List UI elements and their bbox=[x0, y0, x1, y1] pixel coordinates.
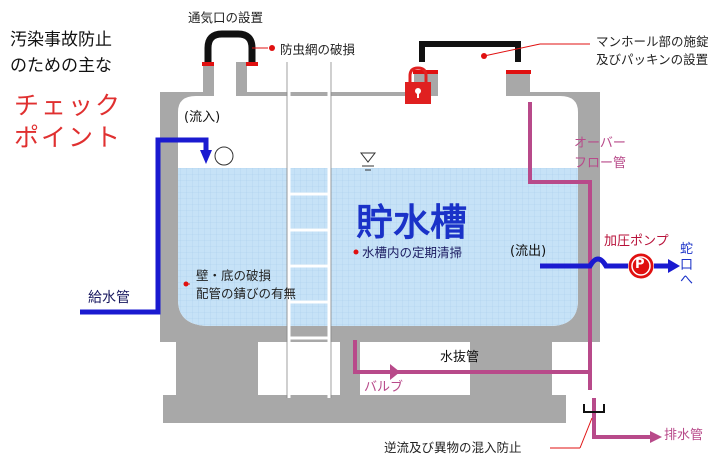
supply-arrow bbox=[200, 150, 212, 164]
label-backflow: 逆流及び異物の混入防止 bbox=[384, 440, 522, 455]
discharge-pipe-line bbox=[592, 398, 650, 439]
subheading-line-1: チェック bbox=[14, 91, 123, 120]
label-supply-pipe: 給水管 bbox=[88, 290, 130, 306]
pump-symbol: P bbox=[635, 257, 645, 272]
drain-pipe bbox=[353, 340, 590, 374]
label-manhole-1: マンホール部の施錠 bbox=[596, 34, 709, 49]
overflow-pipe bbox=[528, 102, 592, 390]
vent-screen-right bbox=[246, 62, 258, 66]
padlock-icon bbox=[405, 66, 431, 104]
subheading-line-2: ポイント bbox=[14, 123, 123, 152]
label-cleaning: 水槽内の定期清掃 bbox=[362, 245, 463, 260]
air-gap-funnel bbox=[583, 404, 605, 413]
label-inflow: (流入) bbox=[184, 110, 221, 125]
heading-line-1: 汚染事故防止 bbox=[10, 30, 112, 50]
label-insect-screen: 防虫網の破損 bbox=[280, 42, 356, 57]
support-leg-right bbox=[470, 340, 552, 398]
base-slab bbox=[163, 395, 566, 423]
float-ball bbox=[214, 146, 234, 166]
label-outflow: (流出) bbox=[510, 244, 547, 259]
manhole-cover bbox=[419, 41, 521, 62]
label-manhole-2: 及びパッキンの設置 bbox=[596, 52, 709, 67]
vent-opening bbox=[214, 62, 236, 102]
label-pump: 加圧ポンプ bbox=[604, 234, 669, 249]
manhole-opening bbox=[438, 70, 506, 102]
heading-line-2: のための主な bbox=[10, 56, 112, 76]
label-wall-damage-1: 壁・底の破損 bbox=[196, 268, 272, 283]
valve-icon bbox=[390, 364, 400, 380]
water-level-symbol bbox=[359, 152, 377, 163]
label-vent: 通気口の設置 bbox=[188, 10, 264, 25]
label-valve: バルブ bbox=[364, 380, 404, 395]
label-faucet: 蛇口へ bbox=[680, 242, 694, 289]
support-leg-left bbox=[176, 340, 258, 398]
ladder bbox=[287, 62, 331, 398]
tank-title: 貯水槽 bbox=[356, 201, 467, 244]
label-wall-damage-2: 配管の錆びの有無 bbox=[196, 286, 297, 301]
discharge-arrow bbox=[650, 431, 662, 443]
label-overflow-1: オーバー bbox=[574, 136, 626, 151]
label-drain-pipe: 水抜管 bbox=[440, 350, 480, 365]
label-overflow-2: フロー管 bbox=[574, 156, 627, 171]
outflow-pipe bbox=[540, 256, 628, 269]
vent-screen-left bbox=[202, 62, 214, 66]
label-discharge-pipe: 排水管 bbox=[664, 428, 704, 443]
faucet-arrow bbox=[668, 259, 680, 273]
manhole-gasket-right bbox=[506, 70, 531, 74]
vent-gooseneck bbox=[204, 30, 256, 64]
supply-pipe bbox=[80, 137, 209, 315]
